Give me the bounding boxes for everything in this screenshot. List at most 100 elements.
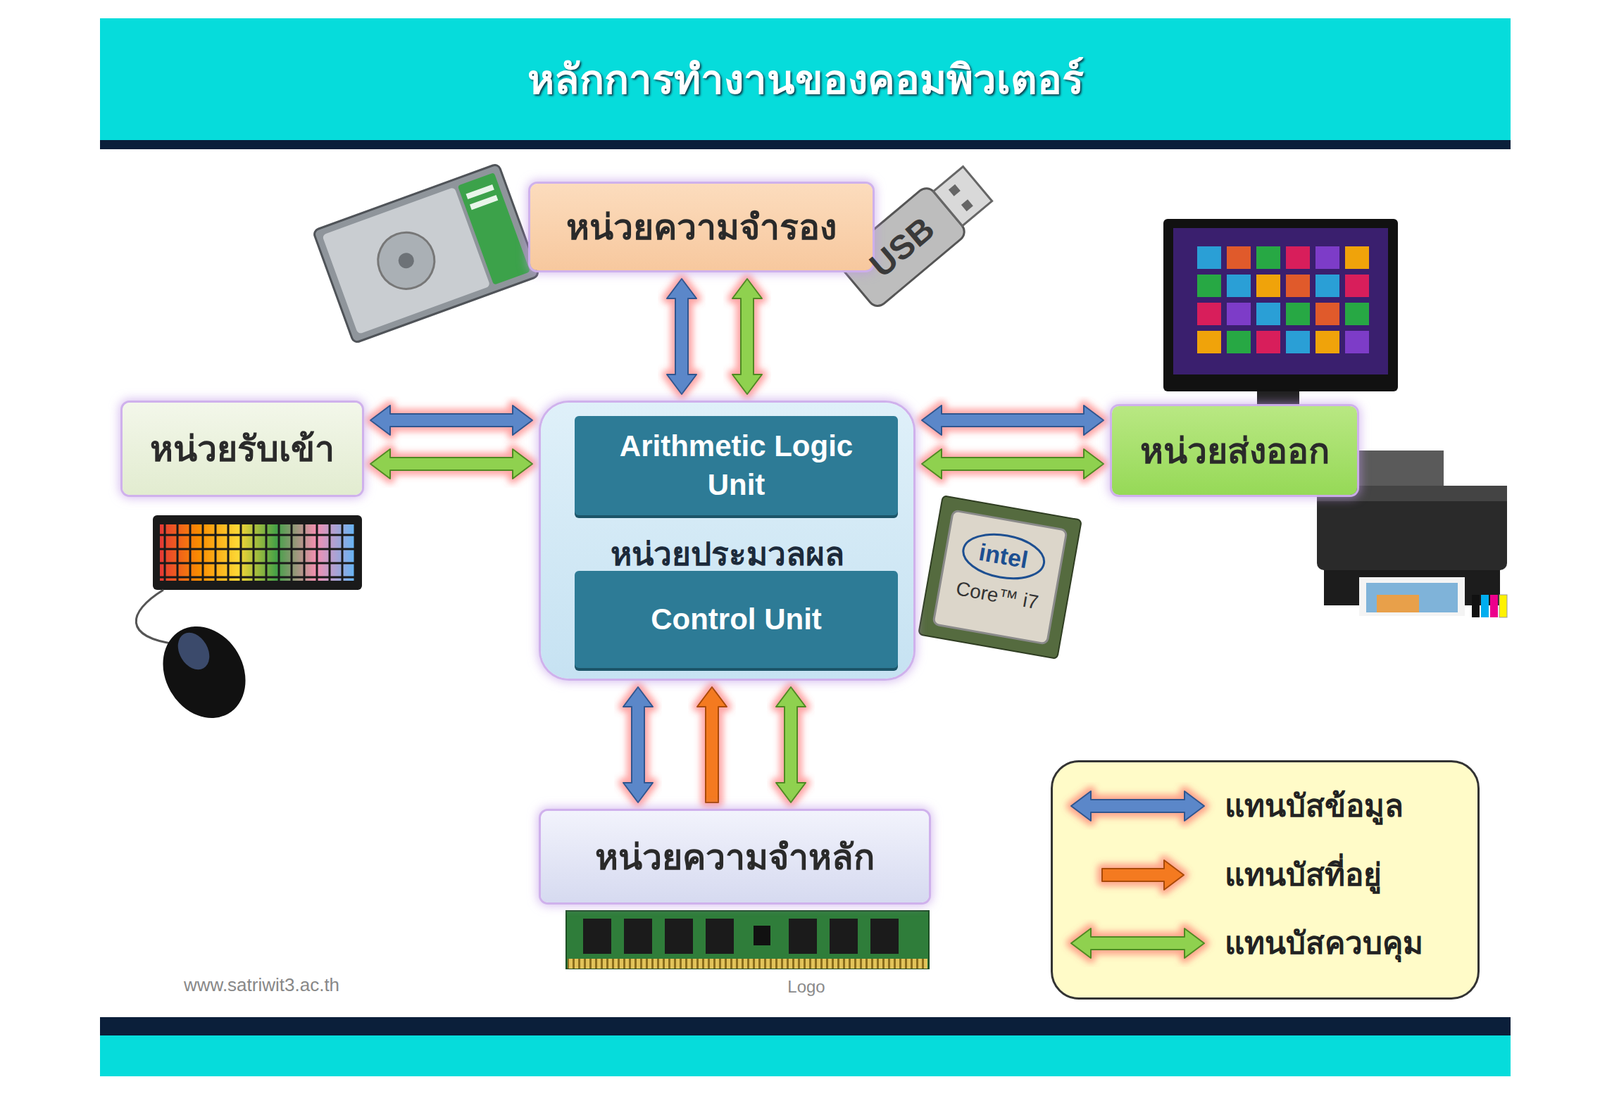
monitor-illustration-part [1285,302,1310,326]
hard-disk-illustration-part [466,184,495,200]
monitor-illustration-part [1345,330,1370,354]
monitor-illustration-part [1315,246,1340,270]
ram-stick-illustration-part [753,926,771,946]
monitor-illustration-part [1315,330,1340,354]
usb-drive-illustration-part [961,199,974,212]
data-bus-arrow [623,687,653,803]
printer-illustration-part [1490,595,1498,618]
ram-stick-illustration [566,911,929,970]
slide-title: หลักการทำงานของคอมพิวเตอร์ [100,18,1511,141]
hard-disk-illustration-part [312,163,539,344]
monitor-illustration-part [1197,246,1222,270]
legend-sample-arrow [1071,791,1205,822]
cpu-chip-illustration-part [933,510,1067,645]
node-label: หน่วยความจำรอง [566,204,837,250]
bottom-rule [100,1017,1511,1036]
arrow-body [370,449,533,479]
ram-stick-illustration-part [664,919,693,955]
monitor-illustration-part [1285,330,1310,354]
ram-stick-illustration-part [567,959,928,970]
arrow-body [732,278,762,395]
arrow-body [921,449,1104,479]
logo-placeholder: Logo [787,977,825,998]
printer-illustration-part [1359,577,1465,617]
keyboard-illustration-part [152,515,362,591]
arrow-glow [921,449,1104,479]
keyboard-illustration [152,515,362,591]
mouse-illustration-part [171,627,217,676]
printer-illustration-part [1480,595,1489,618]
mouse-illustration-part [135,590,177,645]
monitor-illustration-part [1173,228,1389,375]
arrow-glow [776,687,806,803]
cpu-chip-illustration-part [918,495,1082,660]
arrow-body [1102,860,1184,891]
node-label: Arithmetic Logic Unit [595,427,877,505]
hard-disk-illustration-part [396,250,417,271]
printer-illustration-part [1499,595,1508,618]
ram-stick-illustration-part [829,919,858,955]
node-label: Control Unit [650,600,822,640]
address-bus-arrow [697,687,727,803]
arrow-body [697,687,727,803]
data-bus-arrow [370,405,533,436]
arrow-glow [370,449,533,479]
watermark: www.satriwit3.ac.th [183,974,340,997]
monitor-illustration-part [1163,219,1398,392]
monitor-illustration-part [1345,302,1370,326]
monitor-illustration-part [1256,302,1281,326]
input-unit-box: หน่วยรับเข้า [122,402,362,496]
data-bus-arrow [666,278,697,395]
keyboard-illustration-part [159,524,355,581]
printer-illustration-part [1316,485,1508,571]
arrow-glow [1071,791,1205,822]
control-bus-arrow [370,449,533,479]
processing-unit-box: หน่วยประมวลผล Arithmetic Logic UnitContro… [540,402,914,679]
ram-stick-illustration-part [566,911,929,970]
arrow-body [921,405,1104,436]
ram-stick-illustration-part [623,919,653,955]
ram-stick-illustration-part [583,919,612,955]
hard-disk-illustration-part [469,195,498,210]
bottom-band [100,1035,1511,1077]
cpu-chip-illustration [918,495,1082,660]
hard-disk-illustration-part [457,172,531,286]
arrow-body [666,278,697,395]
printer-illustration-part [1471,595,1480,618]
arrow-glow [666,278,697,395]
monitor-illustration-part [1256,330,1281,354]
usb-drive-illustration-part [933,166,992,227]
monitor-illustration-part [1285,246,1310,270]
hard-disk-illustration-part [321,187,491,335]
arrow-glow [921,405,1104,436]
arrow-body [623,687,653,803]
arrow-body [370,405,533,436]
keyboard-illustration-part [159,524,355,581]
node-label: หน่วยรับเข้า [150,426,335,472]
control-bus-arrow [921,449,1104,479]
control-unit-box: Control Unit [574,571,898,669]
mouse-illustration-part [146,611,262,734]
monitor-illustration-part [1226,246,1251,270]
arrow-glow [370,405,533,436]
arrow-body [776,687,806,803]
arrow-body [1071,928,1205,959]
data-bus-arrow [921,405,1104,436]
monitor-illustration-part [1315,302,1340,326]
arrow-body [1071,791,1205,822]
cpu-chip-illustration-part [959,528,1048,585]
top-rule [100,140,1511,150]
ram-stick-illustration-part [788,919,817,955]
monitor-illustration [1163,219,1398,422]
secondary-storage-box: หน่วยความจำรอง [530,183,873,271]
arrow-glow [623,687,653,803]
node-label: หน่วยประมวลผล [540,533,914,577]
monitor-illustration-part [1345,274,1370,298]
monitor-illustration-part [1197,330,1222,354]
monitor-illustration-part [1256,274,1281,298]
monitor-illustration-part [1315,274,1340,298]
arrow-glow [1102,860,1184,891]
mouse-illustration [135,590,262,734]
legend-text: แทนบัสที่อยู่ [1224,854,1382,896]
